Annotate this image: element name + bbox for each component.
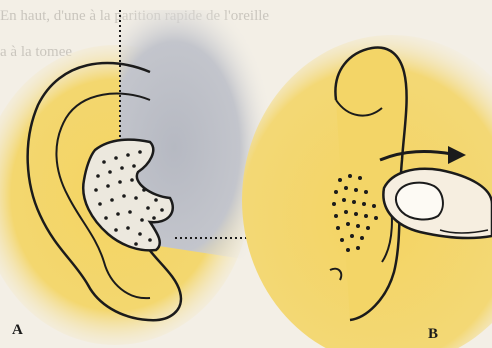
panel-a (0, 10, 275, 345)
fingernail (396, 183, 443, 220)
panel-label-a: A (12, 322, 23, 339)
panel-b (242, 35, 492, 348)
panel-label-b: B (428, 326, 438, 343)
